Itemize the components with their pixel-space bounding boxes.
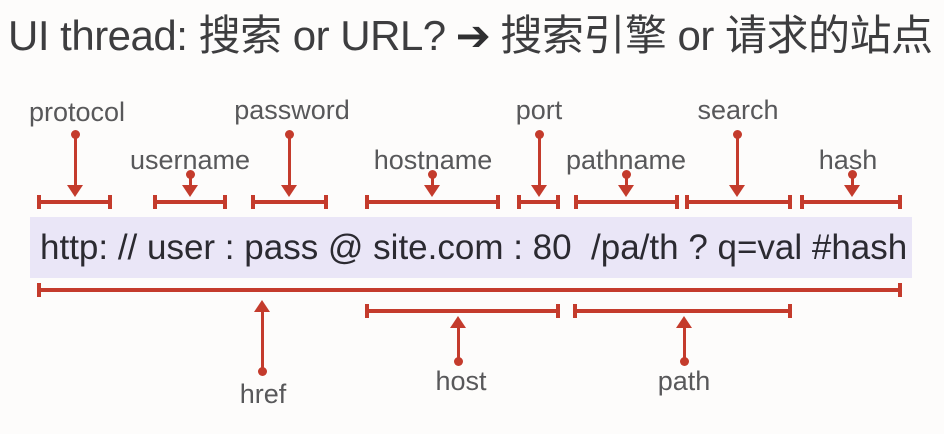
page-title: UI thread: 搜索 or URL?➔搜索引擎 or 请求的站点	[8, 12, 933, 60]
label-password: password	[234, 95, 350, 125]
arrow-down-password	[281, 130, 297, 197]
label-port: port	[515, 95, 563, 125]
bracket-password	[251, 195, 328, 209]
label-search: search	[697, 95, 779, 125]
title-question: UI thread: 搜索 or URL?	[8, 12, 446, 59]
arrow-up-href	[254, 300, 270, 376]
bracket-protocol	[37, 195, 112, 209]
arrow-up-host	[450, 316, 466, 366]
bracket-host	[365, 304, 560, 318]
right-arrow-icon: ➔	[455, 12, 491, 59]
label-href: href	[239, 379, 287, 409]
bracket-pathname	[574, 195, 679, 209]
arrow-down-pathname	[618, 170, 634, 197]
bracket-username	[153, 195, 227, 209]
label-path: path	[657, 366, 711, 396]
bracket-path	[573, 304, 792, 318]
arrow-up-path	[676, 316, 692, 366]
bracket-port	[517, 195, 560, 209]
title-answer: 搜索引擎 or 请求的站点	[500, 12, 933, 59]
label-protocol: protocol	[28, 97, 126, 127]
bracket-hash	[800, 195, 902, 209]
bracket-href	[37, 283, 902, 297]
url-text: http: // user : pass @ site.com : 80 /pa…	[40, 227, 908, 267]
arrow-down-search	[729, 130, 745, 197]
bracket-hostname	[365, 195, 500, 209]
label-hash: hash	[818, 145, 878, 175]
arrow-down-hostname	[424, 170, 440, 197]
bracket-search	[685, 195, 792, 209]
label-host: host	[435, 366, 487, 396]
arrow-down-hash	[844, 170, 860, 197]
arrow-down-username	[182, 170, 198, 197]
arrow-down-port	[531, 130, 547, 197]
url-bar: http: // user : pass @ site.com : 80 /pa…	[30, 217, 912, 278]
arrow-down-protocol	[67, 130, 83, 197]
